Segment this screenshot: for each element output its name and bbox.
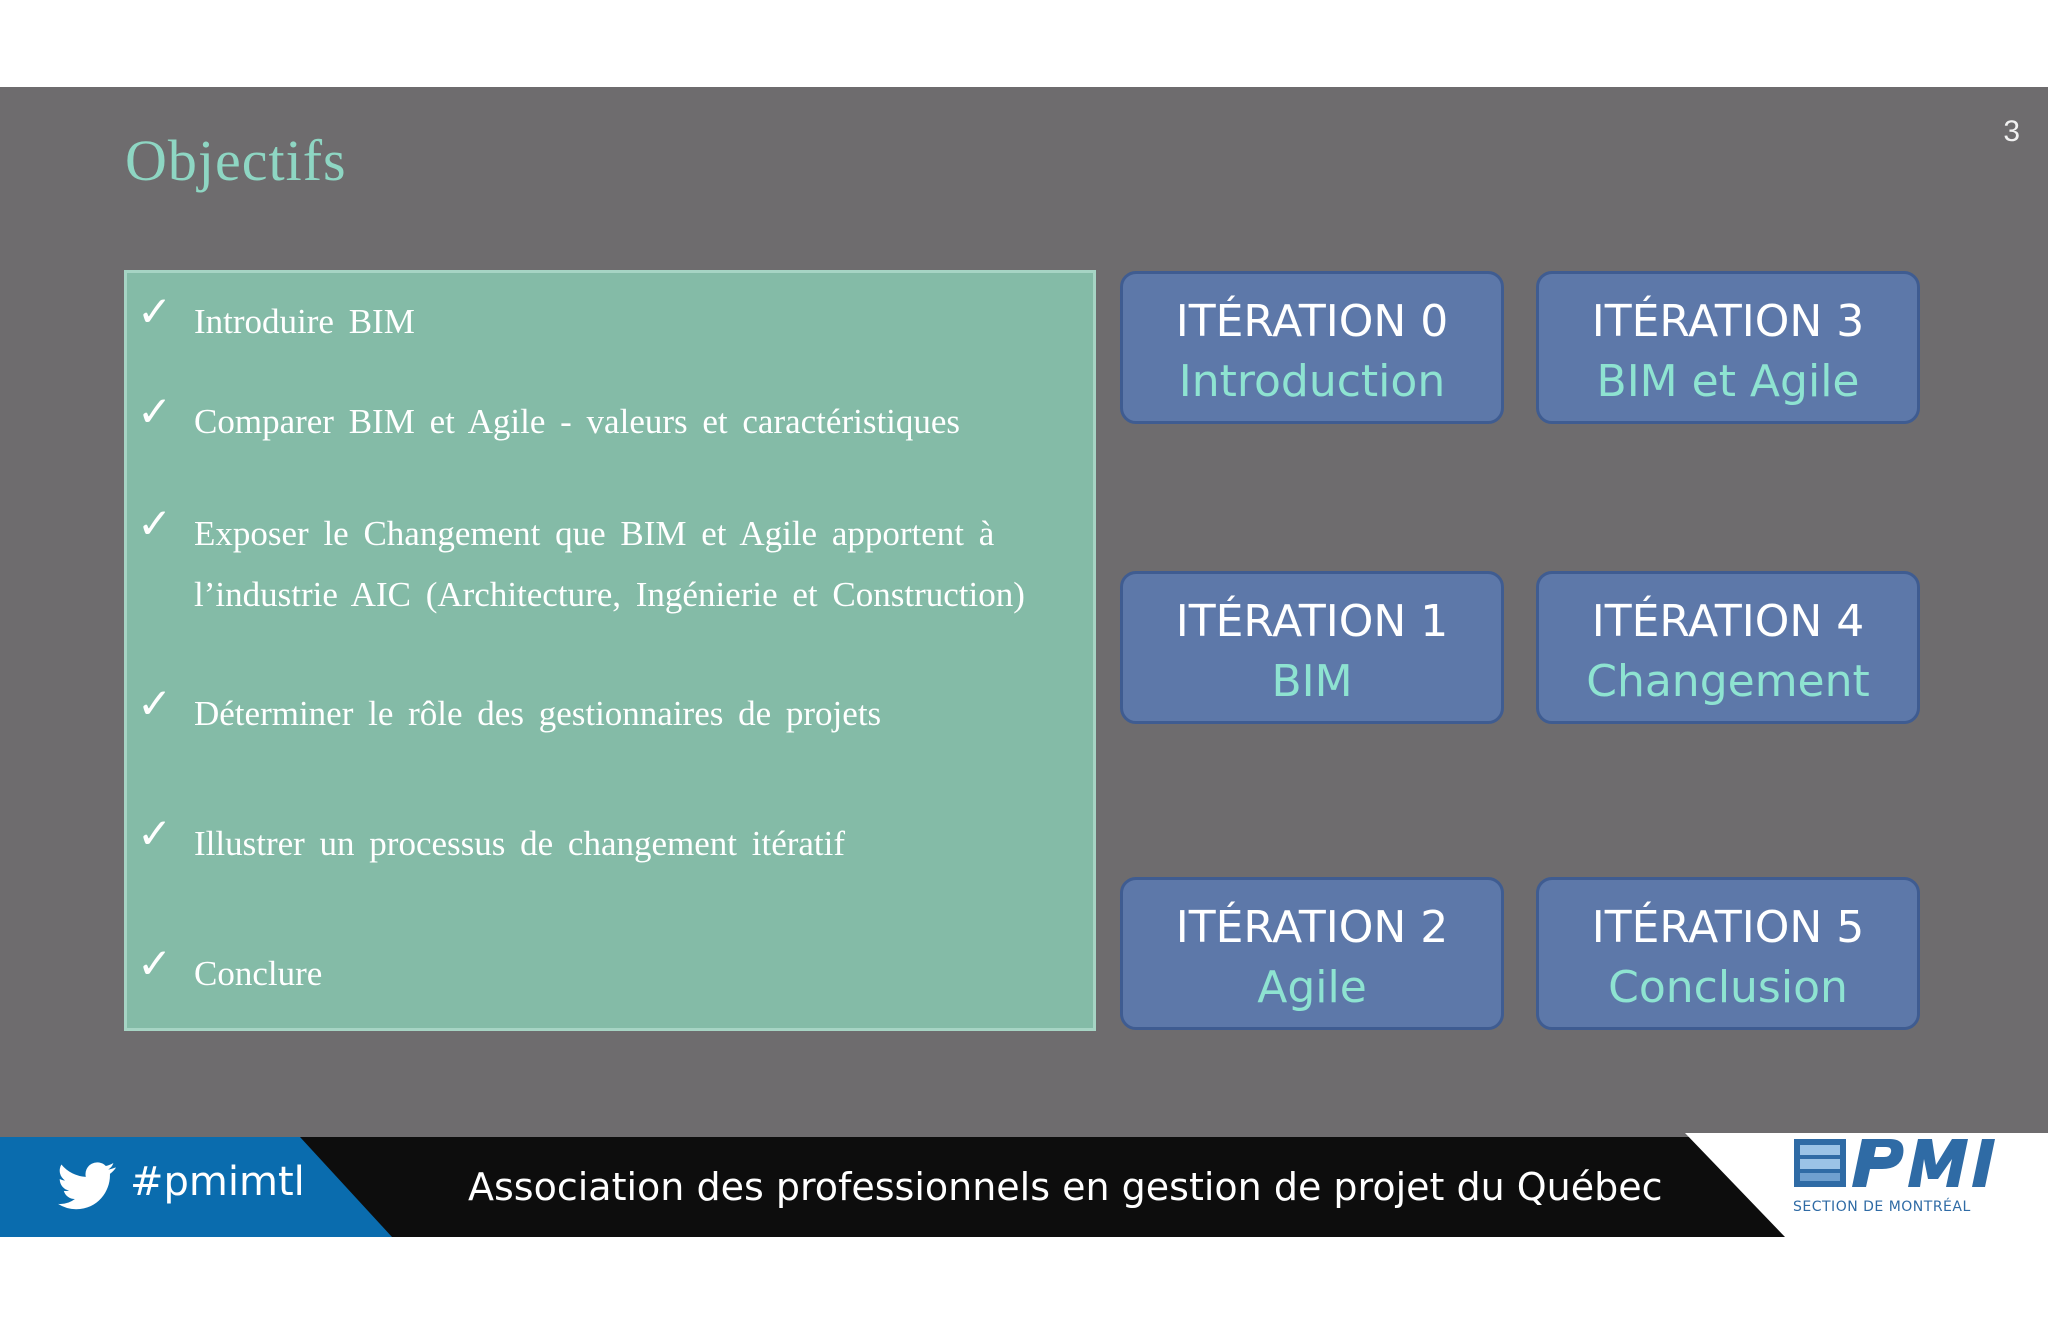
objective-item: ✓ Conclure bbox=[137, 939, 1083, 1004]
twitter-band: #pmimtl bbox=[0, 1137, 392, 1237]
slide-number: 3 bbox=[2003, 115, 2020, 148]
iteration-label: ITÉRATION 2 bbox=[1175, 902, 1449, 953]
objective-item: ✓ Illustrer un processus de changement i… bbox=[137, 809, 1083, 874]
objective-item: ✓ Introduire BIM bbox=[137, 287, 1083, 352]
objective-text: Déterminer le rôle des gestionnaires de … bbox=[194, 694, 882, 733]
iteration-topic: BIM et Agile bbox=[1596, 356, 1860, 407]
logo-caption: SECTION DE MONTRÉAL bbox=[1793, 1199, 1971, 1215]
pmi-logo: SECTION DE MONTRÉAL bbox=[1790, 1135, 2000, 1225]
pmi-logo-mark bbox=[1794, 1139, 1995, 1187]
checkmark-icon: ✓ bbox=[137, 679, 173, 728]
iteration-topic: Changement bbox=[1586, 656, 1870, 707]
objective-text: Exposer le Changement que BIM et Agile a… bbox=[194, 514, 995, 553]
objective-text: Conclure bbox=[194, 954, 323, 993]
iteration-label: ITÉRATION 4 bbox=[1591, 596, 1865, 647]
objective-text: Introduire BIM bbox=[194, 302, 415, 341]
iteration-box-0: ITÉRATION 0 Introduction bbox=[1120, 271, 1504, 424]
slide-title: Objectifs bbox=[125, 128, 347, 193]
iteration-label: ITÉRATION 0 bbox=[1175, 296, 1449, 347]
checkmark-icon: ✓ bbox=[137, 387, 173, 436]
iteration-label: ITÉRATION 1 bbox=[1175, 596, 1449, 647]
association-name: Association des professionnels en gestio… bbox=[468, 1165, 1663, 1209]
slide: Objectifs 3 ✓ Introduire BIM ✓ Comparer … bbox=[0, 87, 2048, 1137]
checkmark-icon: ✓ bbox=[137, 499, 173, 548]
objectives-panel: ✓ Introduire BIM ✓ Comparer BIM et Agile… bbox=[124, 270, 1096, 1031]
iteration-box-3: ITÉRATION 3 BIM et Agile bbox=[1536, 271, 1920, 424]
checkmark-icon: ✓ bbox=[137, 809, 173, 858]
twitter-bird-icon bbox=[58, 1162, 116, 1210]
objective-item: ✓ Comparer BIM et Agile - valeurs et car… bbox=[137, 387, 1083, 452]
iteration-label: ITÉRATION 3 bbox=[1591, 296, 1865, 347]
iteration-box-5: ITÉRATION 5 Conclusion bbox=[1536, 877, 1920, 1030]
iteration-box-2: ITÉRATION 2 Agile bbox=[1120, 877, 1504, 1030]
iteration-box-4: ITÉRATION 4 Changement bbox=[1536, 571, 1920, 724]
iteration-label: ITÉRATION 5 bbox=[1591, 902, 1865, 953]
iteration-topic: BIM bbox=[1271, 656, 1353, 707]
checkmark-icon: ✓ bbox=[137, 287, 173, 336]
iteration-box-1: ITÉRATION 1 BIM bbox=[1120, 571, 1504, 724]
iteration-topic: Introduction bbox=[1178, 356, 1446, 407]
objective-text: Comparer BIM et Agile - valeurs et carac… bbox=[194, 402, 961, 441]
objective-text: l’industrie AIC (Architecture, Ingénieri… bbox=[194, 575, 1025, 614]
twitter-hashtag: #pmimtl bbox=[130, 1159, 305, 1205]
checkmark-icon: ✓ bbox=[137, 939, 173, 988]
iteration-topic: Conclusion bbox=[1608, 962, 1848, 1013]
objective-item: ✓ Déterminer le rôle des gestionnaires d… bbox=[137, 679, 1083, 744]
objective-item: ✓ Exposer le Changement que BIM et Agile… bbox=[137, 499, 1083, 625]
iteration-topic: Agile bbox=[1257, 962, 1367, 1013]
objective-text: Illustrer un processus de changement ité… bbox=[194, 824, 846, 863]
